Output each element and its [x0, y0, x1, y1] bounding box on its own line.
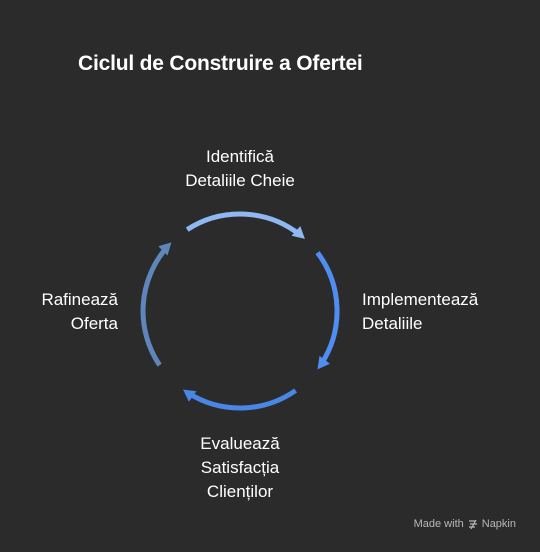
- cycle-arrow-right: [315, 251, 340, 366]
- cycle-arrow-top: [185, 211, 302, 237]
- step-line: Oferta: [70, 314, 118, 333]
- arrowhead-top: [291, 226, 305, 239]
- step-line: Evaluează: [200, 434, 280, 453]
- cycle-arrow-bottom: [187, 388, 298, 411]
- step-line: Detaliile Cheie: [185, 171, 295, 190]
- arrowhead-right: [317, 355, 330, 370]
- step-line: Detaliile: [362, 314, 423, 333]
- step-line: Rafinează: [41, 290, 118, 309]
- step-evaluate-satisfaction: Evaluează Satisfacția Clienților: [140, 432, 340, 504]
- step-line: Satisfacția: [200, 458, 280, 477]
- napkin-logo-icon: [468, 519, 477, 529]
- step-line: Identifică: [205, 147, 275, 166]
- cycle-arrow-left: [140, 245, 169, 367]
- step-identify-key-details: Identifică Detaliile Cheie: [140, 145, 340, 193]
- step-line: Clienților: [206, 482, 274, 501]
- made-with-text: Made with: [413, 518, 464, 530]
- step-line: Implementează: [362, 290, 479, 309]
- napkin-brand-text: Napkin: [481, 518, 516, 530]
- diagram-title: Ciclul de Construire a Ofertei: [78, 52, 363, 75]
- made-with-napkin[interactable]: Made with Napkin: [414, 518, 516, 530]
- arrowhead-left: [158, 242, 172, 256]
- step-implement-details: Implementează Detaliile: [362, 288, 478, 336]
- step-refine-offer: Rafinează Oferta: [18, 288, 118, 336]
- arrowhead-bottom: [183, 389, 197, 402]
